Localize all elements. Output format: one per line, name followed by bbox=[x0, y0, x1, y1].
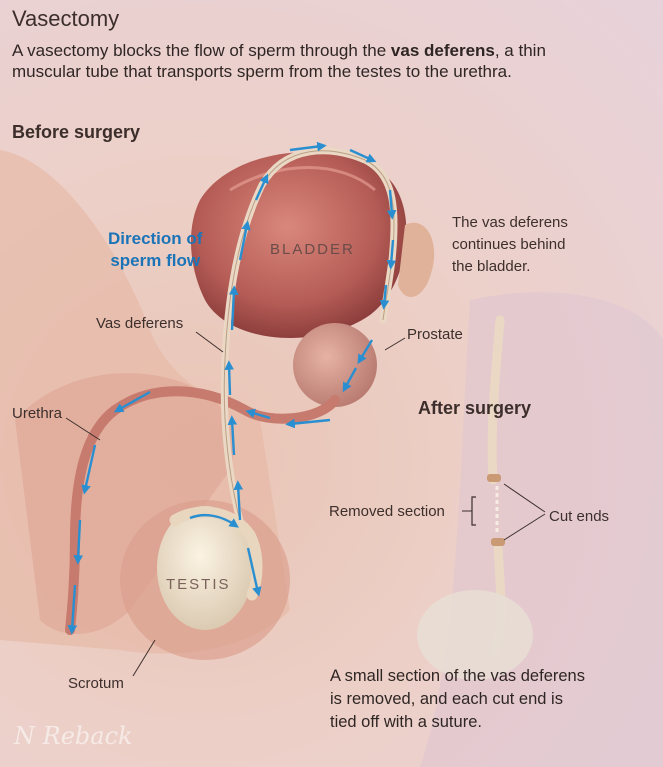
before-surgery-heading: Before surgery bbox=[12, 122, 141, 142]
outro-line: A small section of the vas deferens bbox=[330, 667, 585, 685]
intro-bold-term: vas deferens bbox=[390, 41, 495, 60]
continues-line: The vas deferens bbox=[452, 214, 568, 231]
label-scrotum: Scrotum bbox=[68, 675, 124, 692]
flow-label-line2: sperm flow bbox=[110, 251, 201, 270]
continues-note: The vas deferens continues behind the bl… bbox=[452, 212, 568, 278]
label-prostate: Prostate bbox=[407, 326, 463, 343]
label-testis: TESTIS bbox=[166, 576, 231, 593]
artist-signature: N Reback bbox=[14, 722, 133, 750]
after-surgery-heading: After surgery bbox=[418, 398, 532, 418]
intro-line2: muscular tube that transports sperm from… bbox=[12, 62, 512, 81]
intro-text: A vasectomy blocks the flow of sperm thr… bbox=[12, 40, 546, 82]
continues-line: the bladder. bbox=[452, 258, 531, 275]
outro-line: is removed, and each cut end is bbox=[330, 690, 563, 708]
label-cut-ends: Cut ends bbox=[549, 508, 610, 525]
label-bladder: BLADDER bbox=[270, 241, 355, 258]
page-title: Vasectomy bbox=[12, 6, 120, 31]
flow-direction-label: Direction of sperm flow bbox=[108, 228, 202, 272]
outro-line: tied off with a suture. bbox=[330, 713, 482, 731]
intro-line1-start: A vasectomy blocks the flow of sperm thr… bbox=[12, 41, 391, 60]
label-removed-section: Removed section bbox=[329, 503, 445, 520]
label-vas-deferens: Vas deferens bbox=[96, 315, 184, 332]
intro-line1-end: , a thin bbox=[494, 41, 546, 60]
label-urethra: Urethra bbox=[12, 405, 63, 422]
after-surgery-description: A small section of the vas deferens is r… bbox=[330, 665, 585, 734]
continues-line: continues behind bbox=[452, 236, 566, 253]
flow-label-line1: Direction of bbox=[108, 229, 203, 248]
